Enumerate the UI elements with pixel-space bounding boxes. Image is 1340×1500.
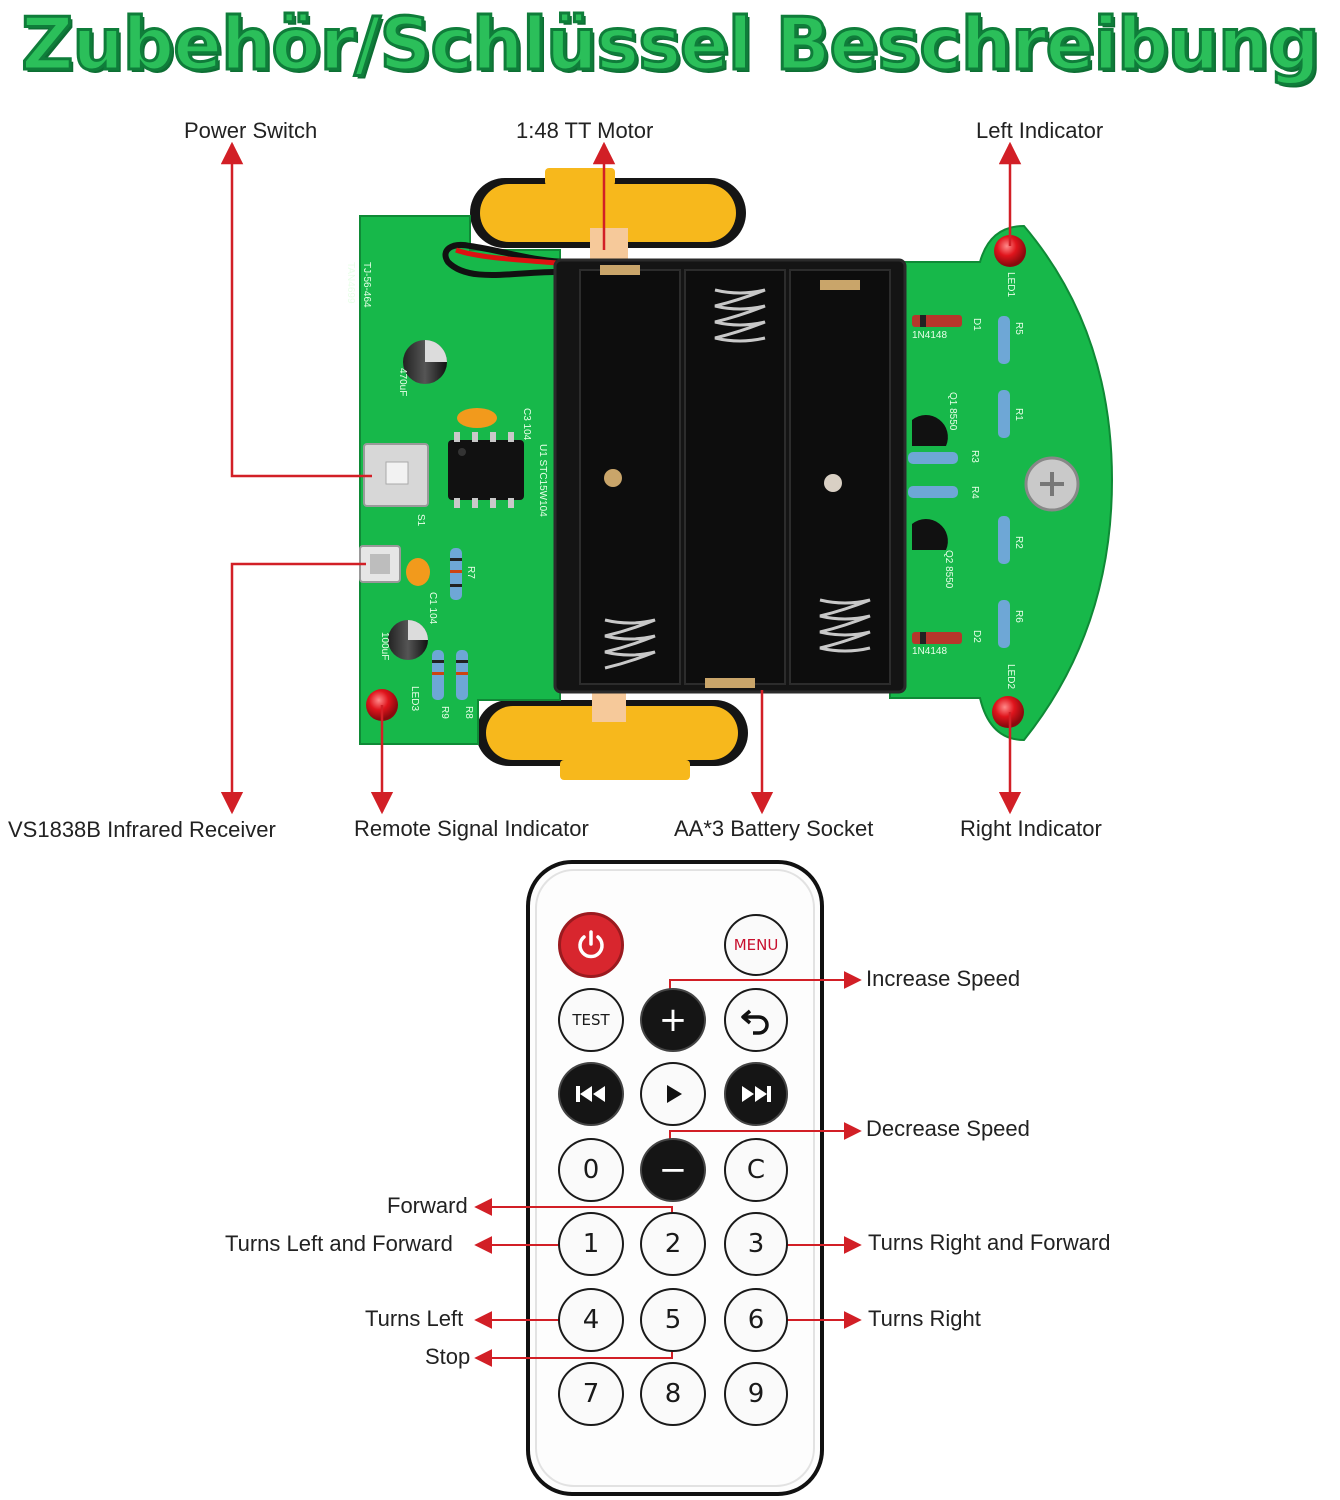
resistor-r9 [432, 650, 444, 700]
pcb-r5: R5 [1013, 322, 1024, 335]
pcb-r4: R4 [969, 486, 980, 499]
resistor-r8 [456, 650, 468, 700]
pcb-r9: R9 [439, 706, 450, 719]
back-button[interactable] [724, 988, 788, 1052]
pcb-led3: LED3 [409, 686, 420, 712]
button-8[interactable]: 8 [640, 1362, 706, 1426]
label-turn-left: Turns Left [365, 1306, 464, 1331]
label-forward: Forward [387, 1193, 468, 1218]
pcb-r8: R8 [463, 706, 474, 719]
pcb-s1: S1 [415, 514, 426, 527]
label-ir-receiver: VS1838B Infrared Receiver [8, 817, 276, 842]
ceramic-cap-c3 [457, 408, 497, 428]
menu-button[interactable]: MENU [724, 914, 788, 976]
button-2[interactable]: 2 [640, 1212, 706, 1276]
label-increase-speed: Increase Speed [866, 966, 1021, 991]
pcb-u1: U1 STC15W104 [537, 444, 548, 517]
resistor-r7 [450, 548, 462, 600]
label-motor: 1:48 TT Motor [516, 118, 654, 143]
pcb-d1-part: 1N4148 [912, 330, 948, 341]
pcb-board-code: TJ-56-464 [361, 262, 372, 308]
previous-button[interactable] [558, 1062, 624, 1126]
transistor-q2 [912, 519, 948, 550]
resistor-r3 [908, 452, 958, 464]
pcb-r2: R2 [1013, 536, 1024, 549]
led2-right-indicator [992, 696, 1024, 728]
pcb-cap2: 100uF [379, 632, 390, 661]
pcb-d2: D2 [971, 630, 982, 643]
label-remote-signal: Remote Signal Indicator [354, 816, 589, 841]
label-turn-left-forward: Turns Left and Forward [225, 1231, 453, 1256]
label-right-indicator: Right Indicator [960, 816, 1102, 841]
resistor-r5 [998, 316, 1010, 364]
pcb-led2: LED2 [1005, 664, 1016, 690]
diode-d1 [912, 315, 962, 327]
pcb-d2-part: 1N4148 [912, 646, 948, 657]
resistor-r6 [998, 600, 1010, 648]
next-icon [742, 1086, 771, 1102]
pcb-led1: LED1 [1005, 272, 1016, 298]
pcb-r1: R1 [1013, 408, 1024, 421]
button-6[interactable]: 6 [724, 1288, 788, 1352]
label-left-indicator: Left Indicator [976, 118, 1104, 143]
button-4[interactable]: 4 [558, 1288, 624, 1352]
pcb-cap1: 470uF [397, 368, 408, 397]
bottom-wheel [476, 700, 748, 780]
pcb-d1: D1 [971, 318, 982, 331]
page-title: Zubehör/Schlüssel Beschreibung [20, 1, 1322, 88]
label-decrease-speed: Decrease Speed [866, 1116, 1030, 1141]
button-0[interactable]: 0 [558, 1138, 624, 1202]
pcb-c3: C3 104 [521, 408, 532, 441]
battery-holder [553, 258, 907, 694]
play-button[interactable] [640, 1062, 706, 1126]
test-button[interactable]: TEST [558, 988, 624, 1052]
led1-left-indicator [994, 235, 1026, 267]
button-7[interactable]: 7 [558, 1362, 624, 1426]
previous-icon [576, 1086, 605, 1102]
pcb-q1: Q1 8550 [947, 392, 958, 431]
c-button[interactable]: C [724, 1138, 788, 1202]
plus-button[interactable]: + [640, 988, 706, 1052]
resistor-r4 [908, 486, 958, 498]
capacitor-100uf [388, 620, 428, 660]
transistor-q1 [912, 415, 948, 446]
pcb-r7: R7 [465, 566, 476, 579]
ic-chip-u1 [448, 432, 524, 508]
resistor-r2 [998, 516, 1010, 564]
power-button[interactable] [558, 912, 624, 978]
top-wheel [470, 168, 746, 248]
label-turn-right: Turns Right [868, 1306, 981, 1331]
label-power-switch: Power Switch [184, 118, 318, 143]
next-button[interactable] [724, 1062, 788, 1126]
ceramic-cap-c1 [406, 558, 430, 586]
minus-button[interactable]: − [640, 1138, 706, 1202]
label-turn-right-forward: Turns Right and Forward [868, 1230, 1111, 1255]
capacitor-470uf [403, 340, 447, 384]
play-icon [667, 1085, 682, 1103]
button-3[interactable]: 3 [724, 1212, 788, 1276]
pcb-q2: Q2 8550 [943, 550, 954, 589]
return-icon [741, 1009, 769, 1035]
pcb-c1: C1 104 [427, 592, 438, 625]
label-battery-socket: AA*3 Battery Socket [674, 816, 874, 841]
button-1[interactable]: 1 [558, 1212, 624, 1276]
caster-screw [1024, 456, 1080, 512]
pcb-board-id: TAN4699 [345, 262, 356, 304]
label-stop: Stop [425, 1344, 471, 1369]
diode-d2 [912, 632, 962, 644]
power-switch-part [363, 443, 429, 507]
button-9[interactable]: 9 [724, 1362, 788, 1426]
power-icon [578, 930, 604, 959]
pcb-r6: R6 [1013, 610, 1024, 623]
button-5[interactable]: 5 [640, 1288, 706, 1352]
resistor-r1 [998, 390, 1010, 438]
pcb-r3: R3 [969, 450, 980, 463]
